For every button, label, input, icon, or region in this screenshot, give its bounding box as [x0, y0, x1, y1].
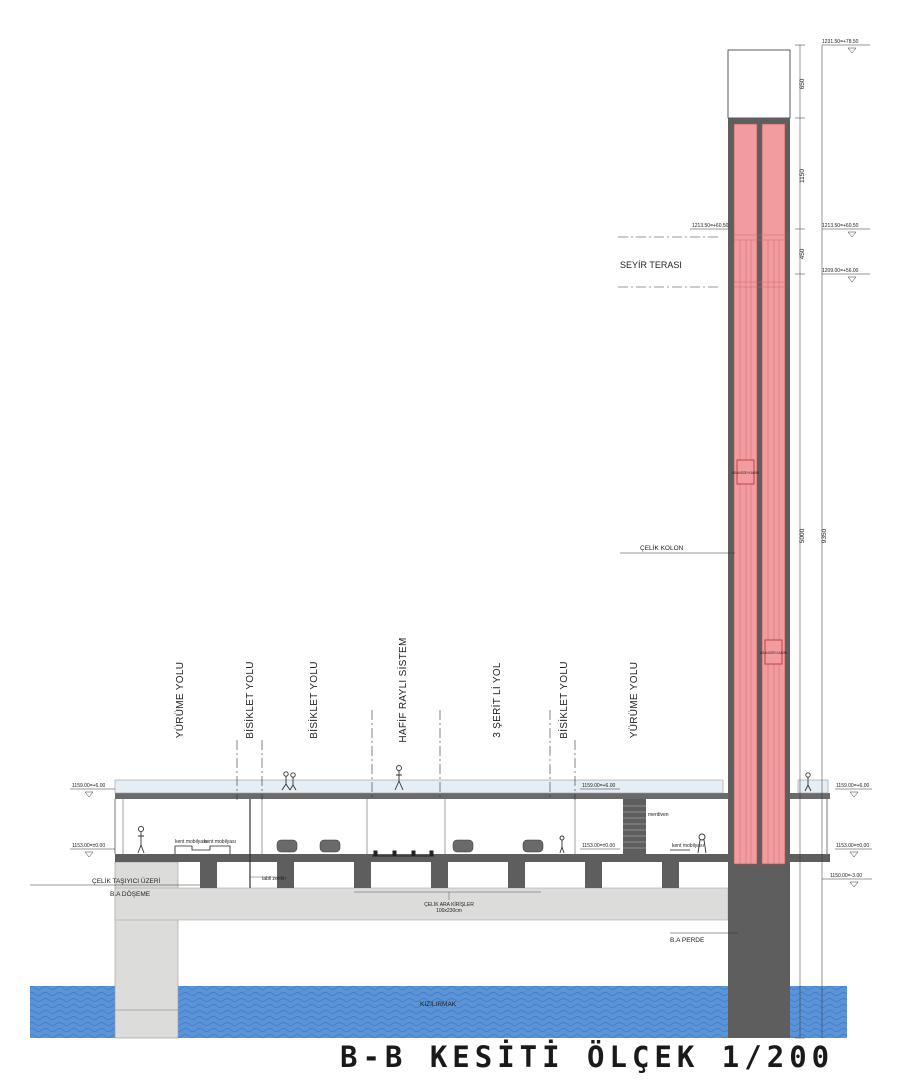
zone-label-bisiklet-1: BİSİKLET YOLU	[243, 661, 256, 738]
kent-mobilyasi-2-label: kent mobilyası	[204, 839, 236, 845]
seyir-terasi-label: SEYİR TERASI	[620, 260, 682, 270]
street-furniture	[174, 845, 690, 854]
asansor-label-2: ASANSÖR KABİNİ	[760, 650, 787, 655]
level-1213-inner: 1213.50=+60.50	[692, 223, 729, 229]
level-1153-right: 1153.00=±0.00	[836, 843, 869, 849]
level-1213: 1213.50=+60.50	[822, 223, 859, 229]
tram-track	[372, 850, 434, 857]
bridge-deck	[114, 779, 830, 888]
dim-5000: 5000	[799, 528, 806, 543]
dimension-lines	[795, 44, 823, 1039]
drawing-title: B-B KESİTİ ÖLÇEK 1/200	[340, 1040, 835, 1074]
zone-label-yurume-right: YÜRÜME YOLU	[628, 662, 640, 738]
ba-slab-beam	[114, 887, 729, 921]
celik-ara-kirisler-dimension	[354, 891, 541, 900]
ba-doseme-label: B.A DÖŞEME	[110, 890, 151, 898]
observation-tower	[727, 49, 791, 1038]
cars	[276, 839, 544, 853]
people	[137, 765, 812, 854]
stair	[623, 799, 646, 854]
zone-label-bisiklet-2: BİSİKLET YOLU	[307, 661, 320, 738]
zone-label-serit: 3 ŞERİT Lİ YOL	[490, 662, 503, 738]
celik-kolon-label: ÇELİK KOLON	[640, 543, 684, 552]
zone-label-hafif-rayli: HAFİF RAYLI SİSTEM	[396, 637, 409, 742]
level-1159-right: 1159.00=+6.00	[836, 783, 869, 789]
zone-label-yurume-left: YÜRÜME YOLU	[174, 662, 186, 738]
merdiven-label: merdiven	[648, 812, 669, 818]
dim-650: 650	[799, 78, 806, 89]
asansor-label-1: ASANSÖR KABİNİ	[732, 470, 759, 475]
pile-caps	[200, 862, 679, 888]
dim-1150: 1150	[799, 169, 806, 183]
level-triangles	[84, 47, 859, 888]
zone-label-bisiklet-3: BİSİKLET YOLU	[557, 661, 570, 738]
level-1159-mid: 1159.00=+6.00	[582, 783, 615, 789]
dim-450: 450	[799, 248, 806, 259]
tabli-zemin-label: tabli zemin	[262, 876, 286, 882]
zone-divider-lines	[236, 710, 576, 800]
kent-mobilyasi-3-label: kent mobilyası	[672, 843, 704, 849]
level-1231: 1231.50=+78.50	[822, 39, 859, 45]
kirisler-size-label: 100x230cm	[436, 908, 462, 914]
ba-perde-label: B.A PERDE	[670, 937, 705, 944]
level-1159-left: 1159.00=+6.00	[72, 783, 105, 789]
dim-9350: 9350	[821, 528, 828, 543]
level-1150: 1150.00=-3.00	[830, 873, 862, 879]
celik-ara-kirisler-label: ÇELİK ARA KİRİŞLER	[424, 901, 474, 908]
seyir-terasi-lines	[618, 236, 718, 288]
level-1153-mid: 1153.00=±0.00	[582, 843, 615, 849]
kent-mobilyasi-1-label: kent mobilyası	[175, 839, 207, 845]
level-1209: 1209.00=+56.00	[822, 268, 859, 274]
kizilirmak-label: KIZILIRMAK	[420, 1001, 457, 1008]
celik-tasiyici-label: ÇELİK TAŞIYICI ÜZERİ	[92, 876, 161, 885]
level-marker-lines	[70, 44, 872, 880]
level-1153-left: 1153.00=±0.00	[72, 843, 105, 849]
